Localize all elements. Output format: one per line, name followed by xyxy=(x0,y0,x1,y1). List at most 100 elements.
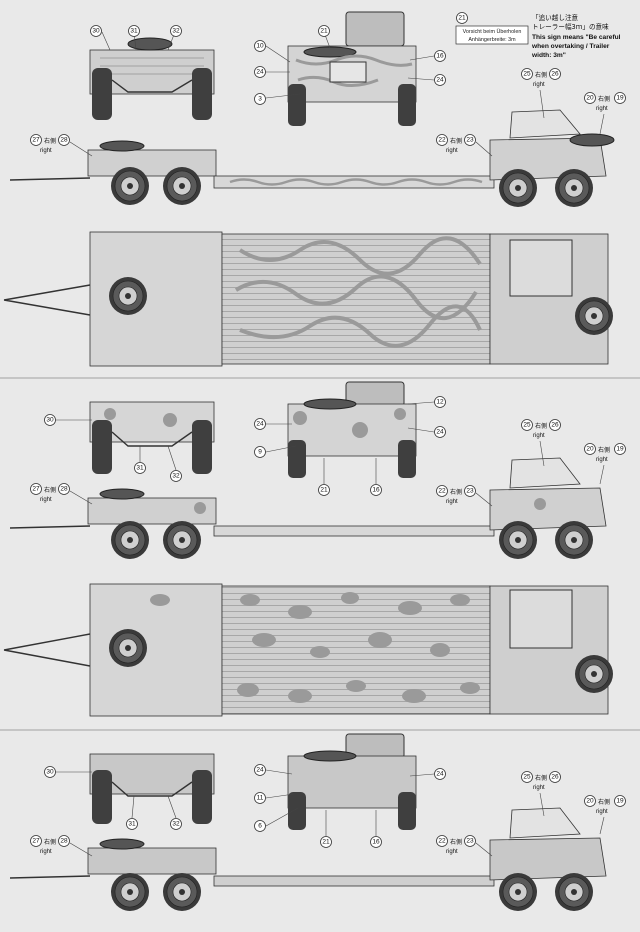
callout-16: 16 xyxy=(372,487,380,494)
side-label-jp: 右側 xyxy=(598,798,610,806)
callout-21: 21 xyxy=(322,839,330,846)
side-label-jp: 右側 xyxy=(44,838,56,846)
callout-31: 31 xyxy=(128,821,136,828)
callout-24-left: 24 xyxy=(256,421,264,428)
callout-11: 11 xyxy=(257,795,264,802)
callout-25: 25 xyxy=(523,774,531,781)
callout-23: 23 xyxy=(466,488,474,495)
callout-28: 28 xyxy=(60,838,68,845)
callout-22: 22 xyxy=(438,838,446,845)
callout-3: 3 xyxy=(258,96,262,103)
callout-26: 26 xyxy=(551,71,559,78)
side-label-en: right xyxy=(40,497,52,503)
callout-30: 30 xyxy=(46,769,54,776)
callout-32: 32 xyxy=(172,821,180,828)
callout-30: 30 xyxy=(92,28,100,35)
callouts-section-3: 30 31 32 24 11 6 21 16 24 25 右側 26 right… xyxy=(30,764,626,857)
callout-28: 28 xyxy=(60,486,68,493)
callout-19: 19 xyxy=(616,798,624,805)
section-1: 30 31 32 21 10 24 3 16 24 21 Vorsicht be… xyxy=(3,11,626,367)
side-label-jp: 右側 xyxy=(44,486,56,494)
section-3: 30 31 32 24 11 6 21 16 24 25 右側 26 right… xyxy=(9,733,626,912)
callout-9: 9 xyxy=(258,449,262,456)
callouts-section-1: 30 31 32 21 10 24 3 16 24 21 Vorsicht be… xyxy=(30,12,626,157)
callout-21-top: 21 xyxy=(320,28,328,35)
side-label-en: right xyxy=(596,457,608,463)
callout-23: 23 xyxy=(466,137,474,144)
sign-plate xyxy=(455,25,529,45)
callout-27: 27 xyxy=(32,137,40,144)
side-label-jp: 右側 xyxy=(450,137,462,145)
callout-16: 16 xyxy=(372,839,380,846)
side-label-jp: 右側 xyxy=(535,774,547,782)
callout-32: 32 xyxy=(172,473,180,480)
callout-12: 12 xyxy=(436,399,444,406)
callout-32: 32 xyxy=(172,28,180,35)
side-label-en: right xyxy=(533,82,545,88)
callout-28: 28 xyxy=(60,137,68,144)
side-label-en: right xyxy=(446,499,458,505)
rear-view-truck-2 xyxy=(287,381,417,478)
rear-view-truck-1 xyxy=(287,11,417,126)
callout-27: 27 xyxy=(32,838,40,845)
callout-24-right: 24 xyxy=(436,77,444,84)
side-view-3 xyxy=(9,807,607,912)
side-label-en: right xyxy=(596,106,608,112)
callout-22: 22 xyxy=(438,488,446,495)
sign-note-jp-1: 「追い越し注意 xyxy=(532,13,579,22)
callout-24-left: 24 xyxy=(256,767,264,774)
callout-24-left: 24 xyxy=(256,69,264,76)
side-label-en: right xyxy=(596,809,608,815)
callout-22: 22 xyxy=(438,137,446,144)
callout-20: 20 xyxy=(586,95,594,102)
callout-19: 19 xyxy=(616,446,624,453)
rear-view-trailer-1 xyxy=(89,37,215,120)
side-label-jp: 右側 xyxy=(598,446,610,454)
sign-note-en-2: when overtaking / Trailer xyxy=(531,43,610,50)
callout-31: 31 xyxy=(136,465,144,472)
sign-note-en-3: width: 3m" xyxy=(531,52,566,59)
rear-view-truck-3 xyxy=(287,733,417,830)
side-view-2 xyxy=(9,457,607,560)
side-label-jp: 右側 xyxy=(535,71,547,79)
callout-24-right: 24 xyxy=(436,771,444,778)
callout-30: 30 xyxy=(46,417,54,424)
callout-16: 16 xyxy=(436,53,444,60)
side-label-jp: 右側 xyxy=(450,838,462,846)
callout-26: 26 xyxy=(551,422,559,429)
callout-31: 31 xyxy=(130,28,138,35)
side-view-1 xyxy=(9,109,615,208)
top-view-2 xyxy=(3,583,614,717)
top-view-1 xyxy=(3,231,614,367)
callout-25: 25 xyxy=(523,71,531,78)
side-label-jp: 右側 xyxy=(598,95,610,103)
callout-20: 20 xyxy=(586,798,594,805)
side-label-en: right xyxy=(446,148,458,154)
sign-text-line2: Anhängerbreite: 3m xyxy=(468,37,516,43)
callout-19: 19 xyxy=(616,95,624,102)
rear-view-trailer-2 xyxy=(89,401,215,474)
callout-23: 23 xyxy=(466,838,474,845)
side-label-en: right xyxy=(40,849,52,855)
sign-text-line1: Vorsicht beim Überholen xyxy=(463,28,522,35)
callout-6: 6 xyxy=(258,823,262,830)
callout-24-right: 24 xyxy=(436,429,444,436)
side-label-jp: 右側 xyxy=(535,422,547,430)
callout-10: 10 xyxy=(256,43,264,50)
section-2: 30 31 32 24 9 21 16 12 24 25 右側 26 right… xyxy=(3,381,626,717)
callout-27: 27 xyxy=(32,486,40,493)
sign-note: 21 Vorsicht beim Überholen Anhängerbreit… xyxy=(455,12,621,59)
sign-note-jp-2: トレーラー幅3ｍ」の意味 xyxy=(532,22,609,31)
callout-25: 25 xyxy=(523,422,531,429)
side-label-en: right xyxy=(40,148,52,154)
side-label-en: right xyxy=(533,785,545,791)
side-label-jp: 右側 xyxy=(44,137,56,145)
side-label-en: right xyxy=(533,433,545,439)
side-label-en: right xyxy=(446,849,458,855)
sign-note-en-1: This sign means "Be careful xyxy=(532,34,621,41)
callout-20: 20 xyxy=(586,446,594,453)
callout-26: 26 xyxy=(551,774,559,781)
callouts-section-2: 30 31 32 24 9 21 16 12 24 25 右側 26 right… xyxy=(30,396,626,507)
side-label-jp: 右側 xyxy=(450,488,462,496)
